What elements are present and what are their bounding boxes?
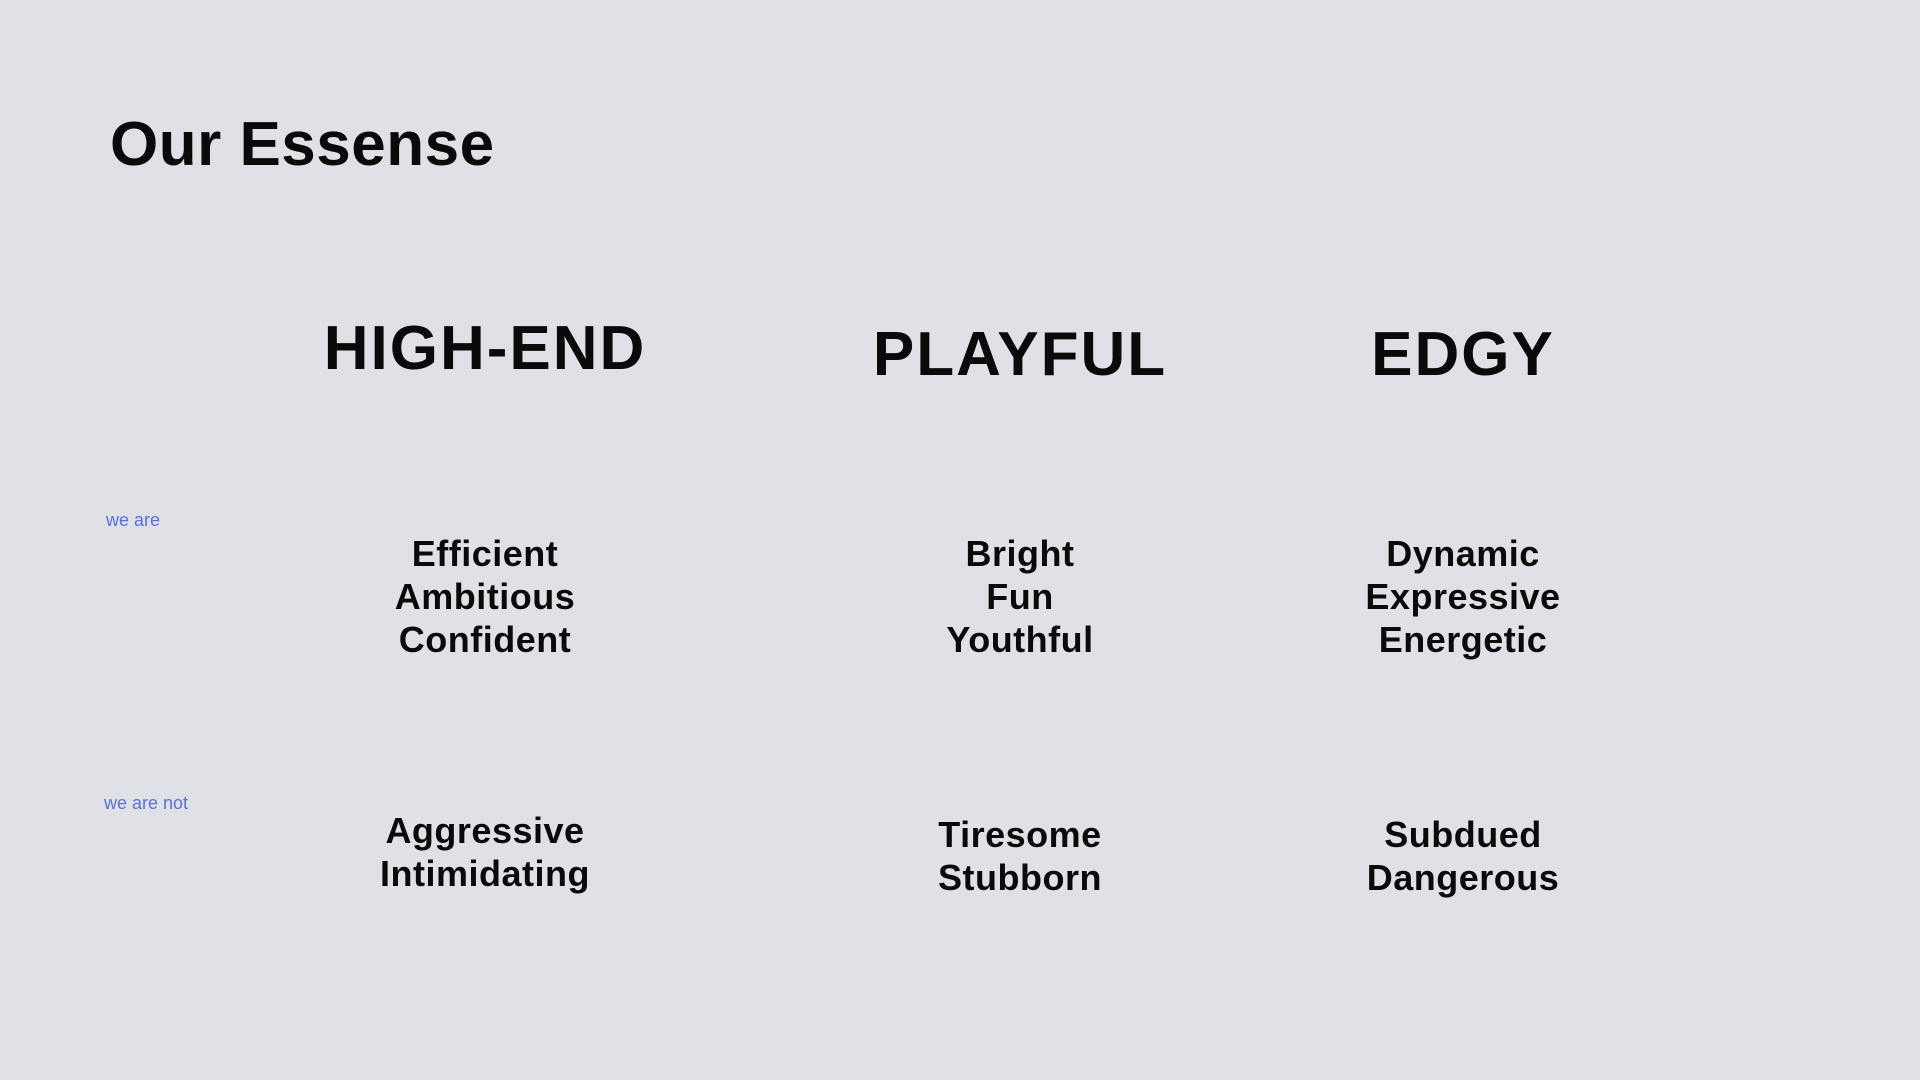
we-are-not-item: Stubborn [938,857,1102,898]
we-are-item: Expressive [1365,576,1561,617]
we-are-not-item: Intimidating [380,853,590,894]
we-are-not-item: Aggressive [385,810,585,851]
we-are-not-item: Subdued [1384,814,1542,855]
we-are-not-list: Aggressive Intimidating [245,809,725,895]
row-label-we-are-not: we are not [104,793,189,813]
essence-column-high-end: HIGH-END Efficient Ambitious Confident A… [245,0,725,1080]
we-are-list: Efficient Ambitious Confident [245,532,725,661]
we-are-not-list: Subdued Dangerous [1223,813,1703,899]
we-are-not-item: Tiresome [938,814,1102,855]
we-are-item: Confident [398,619,572,660]
we-are-item: Bright [965,533,1075,574]
essence-column-edgy: EDGY Dynamic Expressive Energetic Subdue… [1223,0,1703,1080]
we-are-item: Energetic [1378,619,1548,660]
essence-column-playful: PLAYFUL Bright Fun Youthful Tiresome Stu… [780,0,1260,1080]
we-are-item: Fun [986,576,1054,617]
we-are-item: Youthful [946,619,1094,660]
we-are-not-item: Dangerous [1366,857,1560,898]
we-are-item: Dynamic [1386,533,1540,574]
row-label-we-are: we are [106,510,161,530]
we-are-item: Efficient [411,533,559,574]
we-are-not-list: Tiresome Stubborn [780,813,1260,899]
we-are-item: Ambitious [394,576,576,617]
we-are-list: Bright Fun Youthful [780,532,1260,661]
we-are-list: Dynamic Expressive Energetic [1223,532,1703,661]
column-heading: PLAYFUL [872,320,1168,389]
column-heading: EDGY [1371,320,1555,389]
column-heading: HIGH-END [323,314,647,383]
page-title: Our Essense [110,110,495,179]
